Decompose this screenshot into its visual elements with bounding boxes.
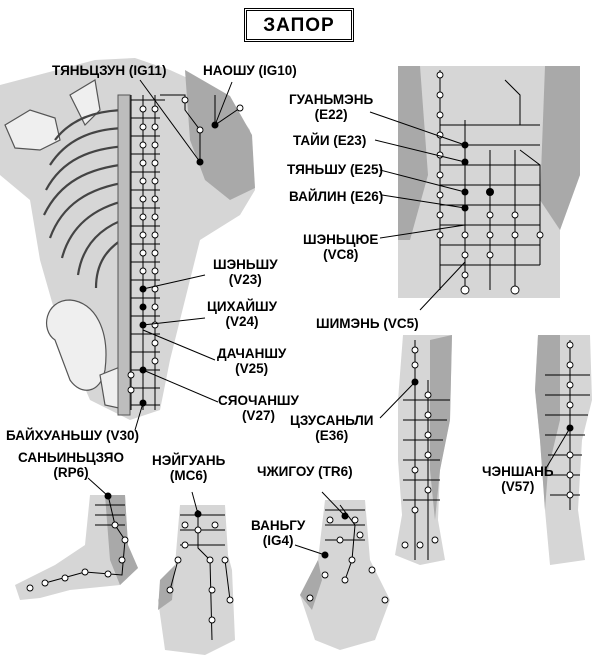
label-v23: ШЭНЬШУ (V23) [213, 257, 278, 287]
label-v24: ЦИХАЙШУ (V24) [207, 299, 277, 329]
spine [117, 94, 131, 416]
e36-leader [379, 381, 416, 419]
label-e22-name: ГУАНЬМЭНЬ [289, 92, 374, 107]
label-mc6: НЭЙГУАНЬ (MC6) [152, 453, 225, 483]
back-leader-lines [134, 79, 233, 431]
label-ig10: НАОШУ (IG10) [203, 63, 297, 78]
label-tr6: ЧЖИГОУ (TR6) [257, 464, 353, 479]
page-title: ЗАПОР [263, 15, 335, 36]
label-ig4: ВАНЬГУ (IG4) [251, 518, 305, 548]
leg-back-points [566, 341, 574, 499]
label-mc6-name: НЭЙГУАНЬ [152, 453, 226, 468]
label-v57-code: (V57) [501, 479, 535, 494]
label-v23-name: ШЭНЬШУ [213, 257, 278, 272]
label-vc8-code: (VC8) [323, 247, 359, 262]
abdomen-figure [369, 66, 580, 311]
label-e22: ГУАНЬМЭНЬ (E22) [289, 92, 373, 122]
label-e25: ТЯНЬШУ (E25) [287, 162, 383, 177]
label-e36-name: ЦЗУСАНЬЛИ [290, 413, 374, 428]
label-vc8: ШЭНЬЦЮЕ (VC8) [303, 232, 378, 262]
label-ig4-code: (IG4) [262, 533, 294, 548]
abdomen-leader-lines [369, 111, 466, 311]
leg-front-points [401, 346, 439, 549]
tr6-leader [321, 491, 346, 517]
label-v27-name: СЯОЧАНШУ [218, 393, 299, 408]
label-e23: ТАЙИ (E23) [293, 133, 367, 148]
abdomen-points [436, 71, 544, 295]
label-ig4-name: ВАНЬГУ [251, 518, 306, 533]
label-v25: ДАЧАНШУ (V25) [217, 346, 286, 376]
hand-palm-figure [158, 491, 235, 655]
label-v57: ЧЭНШАНЬ (V57) [482, 464, 554, 494]
label-v57-name: ЧЭНШАНЬ [482, 464, 554, 479]
foot-points [26, 492, 129, 592]
leg-front-grid [403, 340, 450, 560]
label-v27: СЯОЧАНШУ (V27) [218, 393, 299, 423]
label-v24-code: (V24) [225, 314, 259, 329]
hand-back-points [306, 512, 389, 604]
label-v30: БАЙХУАНЬШУ (V30) [6, 428, 139, 443]
label-v23-code: (V23) [228, 272, 262, 287]
rp6-leader [87, 477, 109, 497]
foot-figure [15, 477, 138, 600]
label-rp6-name: САНЬИНЬЦЗЯО [18, 450, 124, 465]
label-v25-code: (V25) [235, 361, 269, 376]
hand-palm-points [166, 510, 234, 624]
mc6-leader [191, 491, 199, 515]
title-box: ЗАПОР [244, 8, 354, 42]
label-e26: ВАЙЛИН (E26) [289, 189, 384, 204]
label-v25-name: ДАЧАНШУ [217, 346, 287, 361]
back-figure [0, 58, 255, 431]
label-ig11: ТЯНЬЦЗУН (IG11) [52, 63, 167, 78]
ig4-leader [294, 544, 326, 556]
label-vc8-name: ШЭНЬЦЮЕ [303, 232, 379, 247]
v57-leader [544, 427, 571, 471]
label-mc6-code: (MC6) [169, 468, 208, 483]
label-e36: ЦЗУСАНЬЛИ (E36) [290, 413, 373, 443]
label-v27-code: (V27) [241, 408, 275, 423]
leg-back-figure [535, 335, 592, 565]
label-rp6: САНЬИНЬЦЗЯО (RP6) [18, 450, 124, 480]
leg-front-figure [379, 335, 452, 565]
label-vc5: ШИМЭНЬ (VC5) [316, 316, 419, 331]
label-e36-code: (E36) [315, 428, 349, 443]
label-e22-code: (E22) [314, 107, 348, 122]
label-v24-name: ЦИХАЙШУ [207, 299, 277, 314]
label-rp6-code: (RP6) [53, 465, 89, 480]
hand-back-figure [294, 491, 390, 650]
